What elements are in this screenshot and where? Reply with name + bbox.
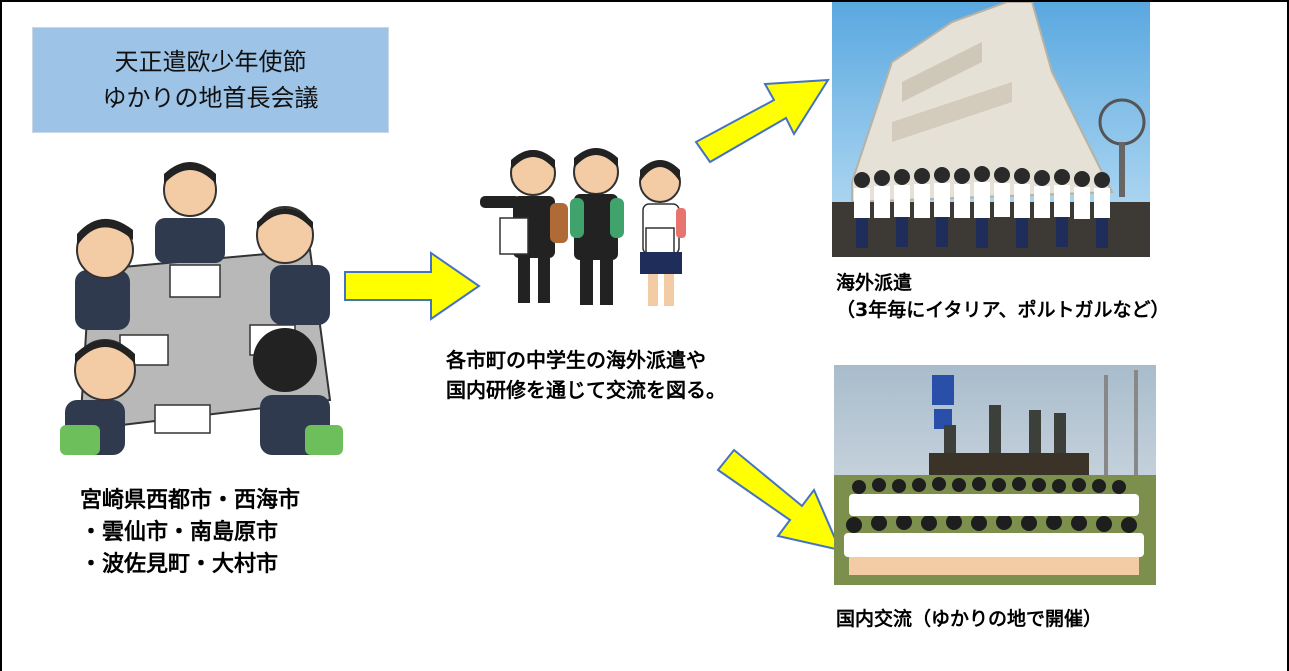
- students-caption-line-1: 各市町の中学生の海外派遣や: [446, 348, 706, 372]
- overseas-label: 海外派遣 （3年毎にイタリア、ポルトガルなど）: [836, 270, 1170, 324]
- students-caption-line-2: 国内研修を通じて交流を図る。: [446, 378, 726, 402]
- arrow-icon: [716, 448, 842, 552]
- title-line-1: 天正遣欧少年使節: [114, 48, 307, 76]
- arrow-icon: [344, 251, 481, 321]
- arrow-icon: [694, 78, 830, 164]
- cities-line-2: ・雲仙市・南島原市: [80, 520, 279, 545]
- cities-line-3: ・波佐見町・大村市: [80, 552, 279, 577]
- meeting-illustration: [60, 150, 345, 460]
- students-illustration: [478, 148, 688, 313]
- monument-photo: [832, 2, 1150, 257]
- title-box: 天正遣欧少年使節 ゆかりの地首長会議: [32, 27, 389, 133]
- students-caption: 各市町の中学生の海外派遣や 国内研修を通じて交流を図る。: [446, 345, 726, 405]
- domestic-label: 国内交流（ゆかりの地で開催）: [836, 608, 1103, 630]
- cities-line-1: 宮崎県西都市・西海市: [80, 488, 301, 513]
- group-photo: [834, 365, 1156, 585]
- overseas-line-2: （3年毎にイタリア、ポルトガルなど）: [836, 299, 1170, 321]
- cities-label: 宮崎県西都市・西海市 ・雲仙市・南島原市 ・波佐見町・大村市: [80, 485, 300, 581]
- title-line-2: ゆかりの地首長会議: [102, 84, 319, 112]
- overseas-line-1: 海外派遣: [836, 272, 913, 294]
